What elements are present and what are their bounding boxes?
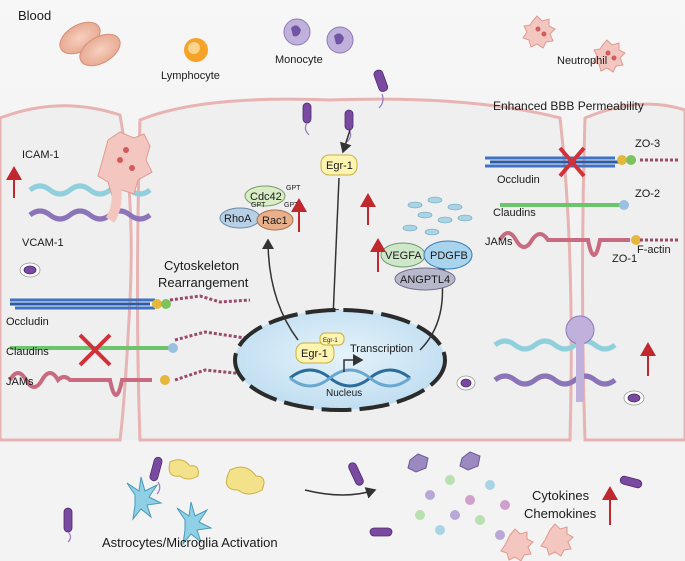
enhanced-bbb-label: Enhanced BBB Permeability — [493, 99, 644, 113]
egr1-small-label: Egr-1 — [323, 338, 338, 344]
actin-filaments — [169, 294, 251, 382]
zo1-label: ZO-1 — [612, 253, 637, 265]
chemokines-label: Chemokines — [524, 506, 597, 521]
rac1-label: Rac1 — [262, 215, 288, 227]
zo3-label: ZO-3 — [635, 138, 660, 150]
cytokine-particles — [407, 451, 574, 561]
gpt-label-2: GPT — [251, 202, 266, 209]
jams-right-label: JAMs — [485, 236, 513, 248]
dna-helix-icon — [289, 368, 411, 388]
claudins-right-label: Claudins — [493, 207, 536, 219]
occludin-left-label: Occludin — [6, 316, 49, 328]
claudins-left-label: Claudins — [6, 346, 49, 358]
neutrophil-label: Neutrophil — [557, 55, 607, 67]
right-tight-junction — [485, 146, 680, 257]
factin-label: F-actin — [637, 244, 671, 256]
occludin-right-label: Occludin — [497, 174, 540, 186]
monocyte-label: Monocyte — [275, 54, 323, 66]
lymphocyte-icon — [184, 38, 208, 62]
brain-parenchyma — [0, 440, 685, 561]
rhoa-label: RhoA — [224, 213, 252, 225]
endothelial-cell-right — [581, 102, 685, 442]
left-tight-junction — [8, 294, 251, 397]
disruption-x-icon — [78, 333, 112, 367]
cytokines-label: Cytokines — [532, 488, 590, 503]
vcam1-label: VCAM-1 — [22, 237, 64, 249]
pdgfb-label: PDGFB — [430, 250, 468, 262]
rho-gtpases: Cdc42 GPT RhoA GPT Rac1 GPT — [219, 185, 301, 231]
growth-factors: VEGFA PDGFB ANGPTL4 — [380, 196, 473, 291]
vegfa-label: VEGFA — [385, 250, 422, 262]
gpt-label-1: GPT — [286, 185, 301, 192]
bacterium-icon — [19, 69, 645, 537]
microglia-icon — [168, 459, 265, 495]
cytoskeleton-label-line2: Rearrangement — [158, 275, 249, 290]
monocyte-icon — [565, 315, 595, 345]
egr1-nucleus-box — [295, 342, 335, 364]
zo2-label: ZO-2 — [635, 188, 660, 200]
gpt-label-3: GPT — [284, 202, 299, 209]
angptl4-label: ANGPTL4 — [400, 274, 450, 286]
blood-label: Blood — [18, 8, 51, 23]
vcam1-strand — [28, 208, 152, 222]
disruption-x-icon — [558, 146, 586, 178]
right-adhesion — [493, 315, 617, 402]
astrocytes-label: Astrocytes/Microglia Activation — [102, 535, 278, 550]
icam1-label: ICAM-1 — [22, 149, 59, 161]
transcription-label: Transcription — [350, 343, 413, 355]
adhesion-molecules — [28, 131, 153, 223]
nucleus-label: Nucleus — [326, 388, 362, 399]
red-blood-cell-icon — [59, 21, 121, 67]
leukocyte-icon — [97, 131, 153, 197]
egr1-cytoplasm-box — [320, 154, 358, 176]
monocyte-icon — [283, 18, 354, 54]
egr1-cytoplasm-label: Egr-1 — [326, 160, 353, 172]
jams-left-label: JAMs — [6, 376, 34, 388]
neutrophil-icon — [522, 15, 626, 73]
cdc42-label: Cdc42 — [250, 191, 282, 203]
lymphocyte-label: Lymphocyte — [161, 70, 220, 82]
egr1-nucleus-label: Egr-1 — [301, 348, 328, 360]
astrocyte-icon — [126, 476, 213, 546]
cytoskeleton-label-line1: Cytoskeleton — [164, 258, 239, 273]
